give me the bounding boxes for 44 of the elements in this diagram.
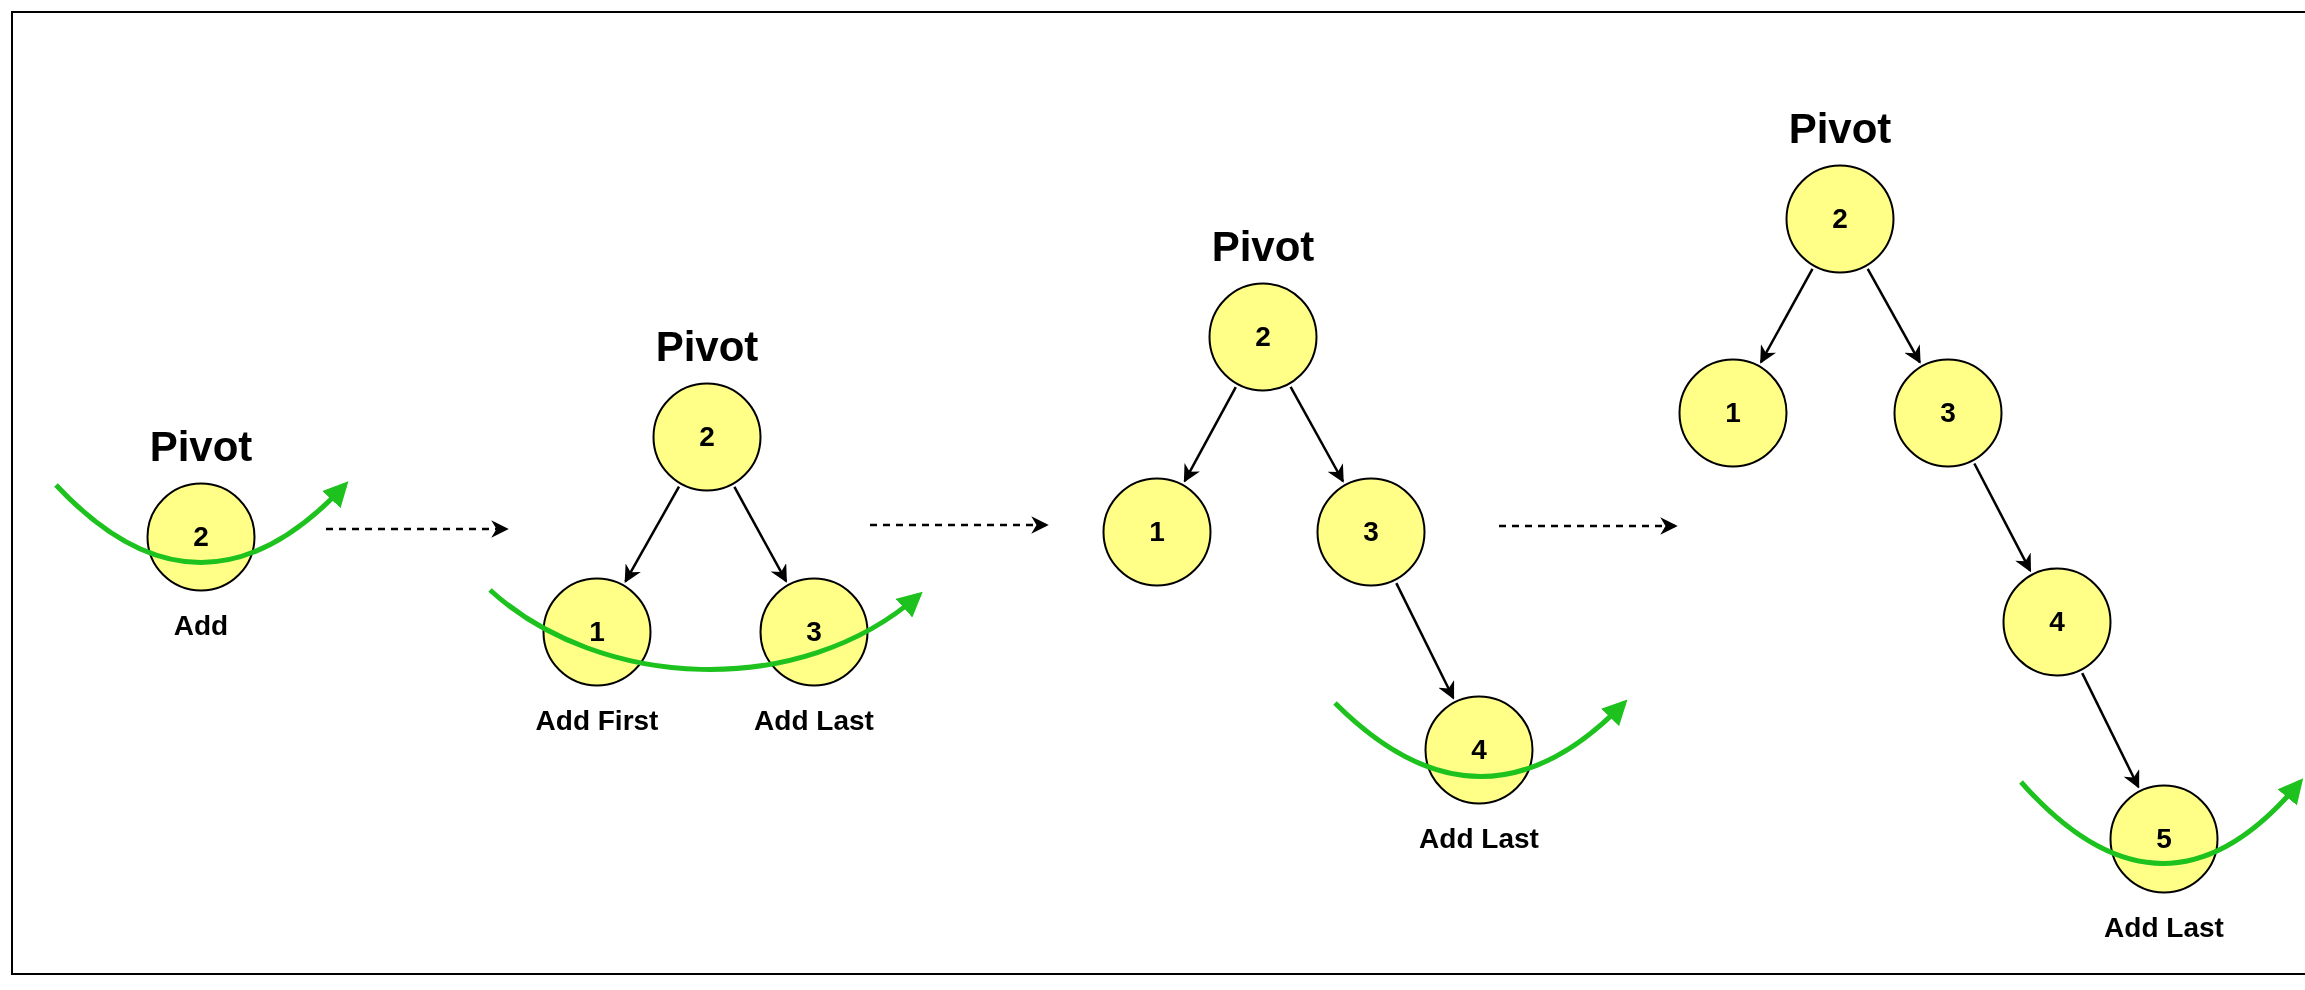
node-number: 1 bbox=[1725, 399, 1741, 427]
node-number: 4 bbox=[1471, 736, 1487, 764]
arrow bbox=[1183, 386, 1237, 483]
node-number: 2 bbox=[1255, 323, 1271, 351]
node-caption: Add First bbox=[535, 707, 659, 735]
node-heading: Pivot bbox=[1211, 226, 1315, 268]
node-number: 3 bbox=[1940, 399, 1956, 427]
circle-node bbox=[146, 482, 256, 592]
arrow bbox=[733, 486, 788, 583]
node-number: 2 bbox=[699, 423, 715, 451]
node-number: 2 bbox=[1832, 205, 1848, 233]
node-caption: Add Last bbox=[2104, 914, 2224, 942]
circle-node bbox=[2109, 784, 2219, 894]
node-number: 1 bbox=[589, 618, 605, 646]
node-number: 3 bbox=[806, 618, 822, 646]
circle-node bbox=[759, 577, 869, 687]
arrow bbox=[1289, 386, 1344, 483]
circle-node bbox=[652, 382, 762, 492]
circle-node bbox=[1316, 477, 1426, 587]
node-heading: Pivot bbox=[655, 326, 759, 368]
circle-node bbox=[2002, 567, 2112, 677]
circle-node bbox=[542, 577, 652, 687]
node-caption: Add Last bbox=[1419, 825, 1539, 853]
circle-node bbox=[1893, 358, 2003, 468]
node-number: 3 bbox=[1363, 518, 1379, 546]
circle-node bbox=[1208, 282, 1318, 392]
node-number: 4 bbox=[2049, 608, 2065, 636]
circle-node bbox=[1678, 358, 1788, 468]
arrow bbox=[1973, 462, 2032, 573]
arrow bbox=[1759, 268, 1814, 364]
circle-node bbox=[1785, 164, 1895, 274]
arrow bbox=[2081, 672, 2140, 789]
node-caption: Add Last bbox=[754, 707, 874, 735]
circle-node bbox=[1424, 695, 1534, 805]
arrow bbox=[624, 486, 681, 583]
arrow bbox=[1395, 582, 1455, 700]
node-heading: Pivot bbox=[149, 426, 253, 468]
node-number: 1 bbox=[1149, 518, 1165, 546]
node-heading: Pivot bbox=[1788, 108, 1892, 150]
node-caption: Add bbox=[173, 612, 229, 640]
node-number: 5 bbox=[2156, 825, 2172, 853]
arrow bbox=[1866, 268, 1921, 364]
node-number: 2 bbox=[193, 523, 209, 551]
circle-node bbox=[1102, 477, 1212, 587]
